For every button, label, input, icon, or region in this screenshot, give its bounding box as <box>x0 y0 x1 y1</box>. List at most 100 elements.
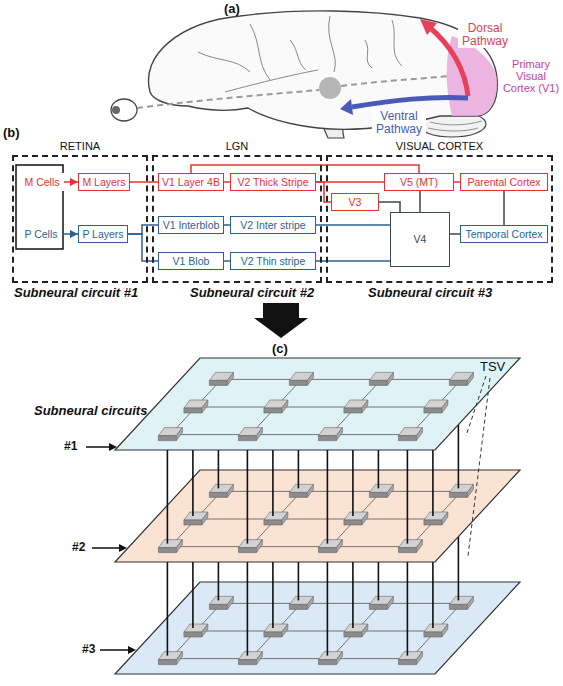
chip <box>442 512 448 525</box>
chip <box>289 604 307 609</box>
chip <box>176 428 182 441</box>
chip <box>158 436 176 441</box>
chip <box>387 372 393 385</box>
chip <box>256 540 262 553</box>
area-box: M Layers <box>78 173 130 191</box>
ventral-arrowhead <box>340 99 353 115</box>
chip <box>336 540 342 553</box>
pathway-connector <box>191 165 419 173</box>
circuit-layer <box>115 358 520 450</box>
region-heading: RETINA <box>14 140 146 152</box>
chip <box>238 436 256 441</box>
chip <box>202 624 208 637</box>
pathway-connector <box>450 233 460 235</box>
layer-wire <box>330 603 381 658</box>
chip <box>318 548 336 553</box>
tsv-pillar <box>247 553 249 656</box>
pointer-head <box>128 646 136 654</box>
chip <box>362 624 368 637</box>
chip <box>344 632 362 637</box>
chip <box>369 380 387 385</box>
tsv-pillar <box>167 441 169 544</box>
area-label: V2 Inter stripe <box>240 220 305 231</box>
chip <box>209 380 227 385</box>
chip <box>398 436 416 441</box>
chip <box>264 408 282 413</box>
figure-label: Dorsal Pathway <box>458 22 512 48</box>
chip <box>307 372 313 385</box>
chip <box>318 436 336 441</box>
layer-wire <box>170 603 221 658</box>
area-label: V3 <box>349 197 362 208</box>
chip <box>344 520 362 525</box>
chip <box>256 652 262 665</box>
optic-pathway <box>137 76 450 108</box>
layer-wire <box>170 658 410 659</box>
layer-wire <box>170 379 221 434</box>
area-label: M Cells <box>24 177 59 188</box>
chip <box>307 596 313 609</box>
figure-label: (b) <box>3 126 20 140</box>
pointer-head <box>109 443 117 451</box>
area-box: V2 Thick Stripe <box>230 173 316 191</box>
area-label: V1 Layer 4B <box>162 177 220 188</box>
area-label: V1 Blob <box>173 256 210 267</box>
chip <box>209 604 227 609</box>
figure-label: #1 <box>64 440 77 453</box>
pupil <box>112 106 120 114</box>
cerebellum-folds <box>428 121 482 131</box>
area-box: P Layers <box>78 225 128 243</box>
area-label: V1 Interblob <box>163 220 220 231</box>
chip <box>398 548 416 553</box>
chip <box>424 520 442 525</box>
chip <box>227 596 233 609</box>
area-box: V1 Interblob <box>158 216 224 234</box>
chip <box>176 652 182 665</box>
figure-label: Primary Visual Cortex (V1) <box>500 58 562 94</box>
chip <box>398 660 416 665</box>
area-label: V4 <box>414 234 427 245</box>
eye <box>111 99 137 121</box>
tsv-pillar <box>247 441 249 544</box>
chip <box>227 372 233 385</box>
area-box: Temporal Cortex <box>460 225 548 243</box>
chip <box>369 604 387 609</box>
chip <box>202 512 208 525</box>
chip <box>318 660 336 665</box>
chip <box>416 540 422 553</box>
chip <box>238 660 256 665</box>
layer-wire <box>330 491 381 546</box>
area-box: P Cells <box>20 225 62 243</box>
cell-group-box <box>16 165 63 249</box>
chip <box>416 428 422 441</box>
figure-label: (c) <box>272 342 288 356</box>
chip <box>467 484 473 497</box>
chip <box>387 484 393 497</box>
layer-wire <box>250 491 301 546</box>
area-label: P Layers <box>82 229 123 240</box>
chip <box>176 540 182 553</box>
area-box: Parental Cortex <box>460 173 548 191</box>
layer-wire <box>196 519 436 520</box>
layer-wire <box>221 379 461 380</box>
figure-label: Ventral Pathway <box>372 110 426 136</box>
region-heading: LGN <box>154 140 320 152</box>
chip <box>442 400 448 413</box>
pathway-connector <box>62 233 78 235</box>
region-box: VISUAL CORTEXV5 (MT)Parental CortexV3V4T… <box>326 155 553 283</box>
circuit-layer <box>115 470 520 562</box>
area-label: V2 Thick Stripe <box>237 177 308 188</box>
chip <box>227 484 233 497</box>
layer-wire <box>410 603 461 658</box>
chip <box>289 380 307 385</box>
layer-wire <box>410 379 461 434</box>
chip <box>449 380 467 385</box>
figure-label: Subneural circuit #1 <box>14 286 138 300</box>
chip <box>184 408 202 413</box>
layer-wire <box>170 491 221 546</box>
area-label: Temporal Cortex <box>465 229 542 240</box>
chip <box>238 548 256 553</box>
chip <box>442 624 448 637</box>
dorsal-arrowhead <box>420 19 437 35</box>
area-label: Parental Cortex <box>468 177 541 188</box>
